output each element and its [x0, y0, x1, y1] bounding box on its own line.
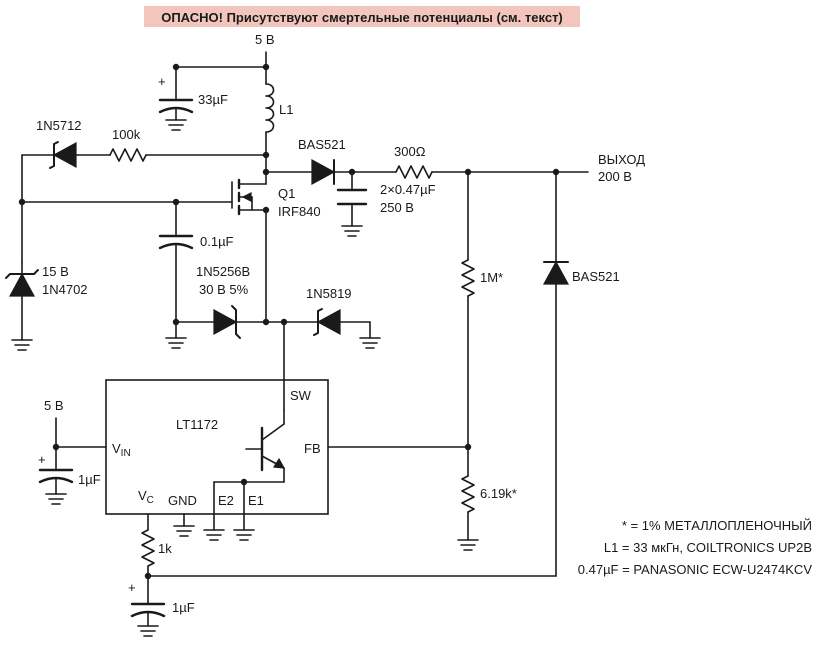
resistor-1k: [141, 529, 155, 567]
resistor-1m: [461, 259, 475, 297]
resistor-100k: [109, 148, 147, 162]
res-1m-label: 1M*: [480, 270, 503, 285]
diode-1n5819-label: 1N5819: [306, 286, 352, 301]
diode-bas521-right: [542, 260, 570, 285]
inductor-l1: [265, 83, 275, 133]
cap-1uf-bottom-plus: +: [128, 580, 136, 595]
res-619k-label: 6.19k*: [480, 486, 517, 501]
supply-left-label: 5 В: [44, 398, 64, 413]
ground-symbol: [359, 337, 381, 349]
ground-symbol: [137, 625, 159, 637]
ground-symbol: [233, 529, 255, 541]
inductor-label: L1: [279, 102, 293, 117]
diode-bas521-top-label: BAS521: [298, 137, 346, 152]
cap-1uf-bottom-label: 1µF: [172, 600, 195, 615]
internal-transistor: [213, 409, 286, 531]
pin-sw-label: SW: [290, 388, 312, 403]
ground-symbol: [457, 539, 479, 551]
cap-1uf-left-plus: +: [38, 452, 46, 467]
capacitor-047uf: [336, 188, 368, 206]
diode-1n5819: [313, 308, 341, 336]
output-title: ВЫХОД: [598, 152, 645, 167]
res-300-label: 300Ω: [394, 144, 426, 159]
resistor-300: [395, 165, 433, 179]
warning-banner-bg: [144, 6, 580, 27]
pin-fb-label: FB: [304, 441, 321, 456]
diode-bas521-right-label: BAS521: [572, 269, 620, 284]
zener-15v-part: 1N4702: [42, 282, 88, 297]
pin-e2-label: E2: [218, 493, 234, 508]
ground-symbol: [165, 337, 187, 349]
output-voltage: 200 В: [598, 169, 632, 184]
pin-gnd-label: GND: [168, 493, 197, 508]
pin-e1-label: E1: [248, 493, 264, 508]
cap-01-label: 0.1µF: [200, 234, 234, 249]
ground-symbol: [341, 225, 363, 237]
zener-1n5256-label: 1N5256B: [196, 264, 250, 279]
zener-15v-label: 15 В: [42, 264, 69, 279]
ground-symbol: [165, 119, 187, 131]
mosfet-q1: [231, 171, 270, 216]
resistor-619k: [461, 475, 475, 513]
zener-1n5256-rating: 30 В 5%: [199, 282, 249, 297]
cap-047-label: 2×0.47µF: [380, 182, 436, 197]
cap-047-voltage: 250 В: [380, 200, 414, 215]
ground-symbol: [203, 529, 225, 541]
cap-1uf-left-label: 1µF: [78, 472, 101, 487]
q1-part: IRF840: [278, 204, 321, 219]
res-100k-label: 100k: [112, 127, 141, 142]
ground-symbol: [45, 493, 67, 505]
note-line: 0.47µF = PANASONIC ECW-U2474KCV: [578, 562, 813, 577]
res-1k-label: 1k: [158, 541, 172, 556]
pin-vc-label: VC: [138, 488, 154, 506]
cap-33-label: 33µF: [198, 92, 228, 107]
pin-vin-label: VIN: [112, 441, 131, 459]
note-line: L1 = 33 мкГн, COILTRONICS UP2B: [604, 540, 812, 555]
ground-symbol: [11, 339, 33, 351]
ic-name: LT1172: [176, 417, 218, 432]
ground-symbol: [173, 525, 195, 537]
diode-1n5712-label: 1N5712: [36, 118, 82, 133]
supply-top-label: 5 В: [255, 32, 275, 47]
note-line: * = 1% МЕТАЛЛОПЛЕНОЧНЫЙ: [622, 518, 812, 533]
diode-bas521-top: [311, 158, 336, 186]
cap-33-plus: +: [158, 74, 166, 89]
q1-name: Q1: [278, 186, 295, 201]
warning-banner-text: ОПАСНО! Присутствуют смертельные потенци…: [161, 10, 563, 25]
